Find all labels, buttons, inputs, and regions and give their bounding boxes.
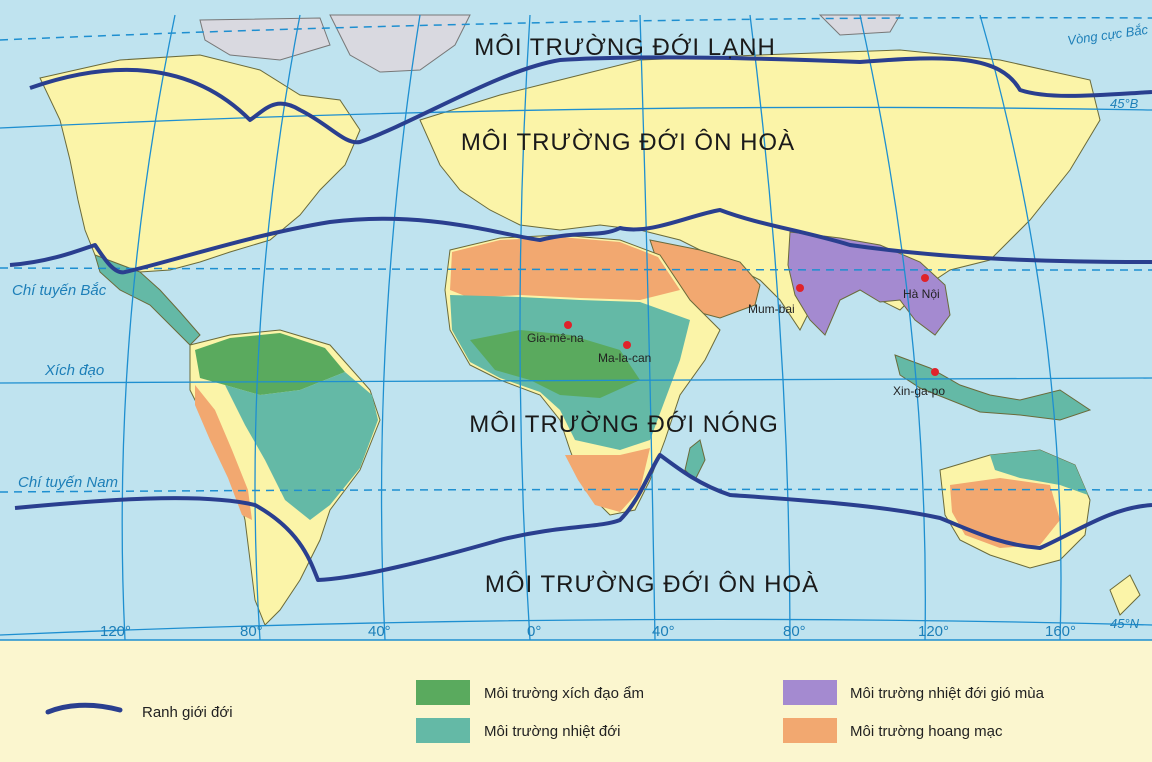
parallel-45s <box>0 618 1152 636</box>
label-45n: 45°B <box>1110 96 1139 111</box>
zone-hot-title: MÔI TRƯỜNG ĐỚI NÓNG <box>469 410 779 438</box>
arctic-circle <box>0 16 1152 41</box>
city-mumbai: Mum-bai <box>748 302 795 316</box>
label-tropic-south: Chí tuyến Nam <box>18 474 118 491</box>
city-dot-giamena <box>564 321 572 329</box>
meridian-40e <box>639 14 656 641</box>
boundary-south-hot <box>14 453 1152 582</box>
tropic-south-line <box>0 488 1152 493</box>
meridian-120w <box>121 14 176 641</box>
boundary-north-cold <box>29 55 1152 145</box>
greenland <box>329 14 471 73</box>
legend-tropical-swatch <box>416 718 470 743</box>
legend-tropical-label: Môi trường nhiệt đới <box>484 723 620 740</box>
lon-label-80e: 80° <box>783 623 806 640</box>
legend-desert-label: Môi trường hoang mạc <box>850 723 1003 740</box>
city-singapore: Xin-ga-po <box>893 384 945 398</box>
meridian-120e <box>859 14 926 641</box>
meridian-160e <box>979 14 1062 641</box>
legend-boundary-label: Ranh giới đới <box>142 704 233 721</box>
city-giamena: Gia-mê-na <box>527 331 584 345</box>
arctic-islands-east <box>818 14 901 36</box>
zone-temperate-north-title: MÔI TRƯỜNG ĐỚI ÔN HOÀ <box>461 128 795 156</box>
label-equator: Xích đạo <box>44 362 104 379</box>
city-dot-hanoi <box>921 274 929 282</box>
africa-desert-south <box>565 448 650 512</box>
lon-label-80w: 80° <box>240 623 263 640</box>
australia-tropical <box>990 450 1088 495</box>
indonesia <box>894 354 1092 421</box>
city-hanoi: Hà Nội <box>903 287 940 301</box>
lon-label-0: 0° <box>527 623 541 640</box>
meridian-40w <box>380 14 421 641</box>
zone-temperate-south-title: MÔI TRƯỜNG ĐỚI ÔN HOÀ <box>485 570 819 598</box>
lon-label-160e: 160° <box>1045 623 1076 640</box>
tropic-north-line <box>0 267 1152 271</box>
madagascar <box>684 439 706 481</box>
australia-desert <box>950 478 1060 548</box>
legend-equatorial-swatch <box>416 680 470 705</box>
sa-tropical <box>225 372 378 520</box>
new-zealand <box>1109 574 1141 616</box>
legend-equatorial-label: Môi trường xích đạo ẩm <box>484 685 644 702</box>
sa-equatorial <box>195 333 345 395</box>
legend-boundary-swatch <box>45 702 123 715</box>
city-malacan: Ma-la-can <box>598 351 651 365</box>
parallel-45n <box>0 106 1152 129</box>
north-america <box>39 54 361 273</box>
meridian-0 <box>519 14 531 641</box>
zone-cold-title: MÔI TRƯỜNG ĐỚI LẠNH <box>474 33 776 61</box>
label-45s: 45°N <box>1110 616 1140 631</box>
city-dot-mumbai <box>796 284 804 292</box>
sa-desert <box>195 385 252 520</box>
label-tropic-north: Chí tuyến Bắc <box>12 282 107 299</box>
meridian-80e <box>749 14 791 641</box>
legend-desert-swatch <box>783 718 837 743</box>
parallel-equator <box>0 377 1152 384</box>
lon-label-40w: 40° <box>368 623 391 640</box>
legend-panel <box>0 640 1152 762</box>
africa-desert-north <box>450 237 680 300</box>
lon-label-120w: 120° <box>100 623 131 640</box>
boundary-north-hot <box>9 208 1152 275</box>
lon-label-120e: 120° <box>918 623 949 640</box>
city-dot-malacan <box>623 341 631 349</box>
legend-monsoon-swatch <box>783 680 837 705</box>
city-dot-singapore <box>931 368 939 376</box>
legend-monsoon-label: Môi trường nhiệt đới gió mùa <box>850 685 1045 702</box>
lon-label-40e: 40° <box>652 623 675 640</box>
